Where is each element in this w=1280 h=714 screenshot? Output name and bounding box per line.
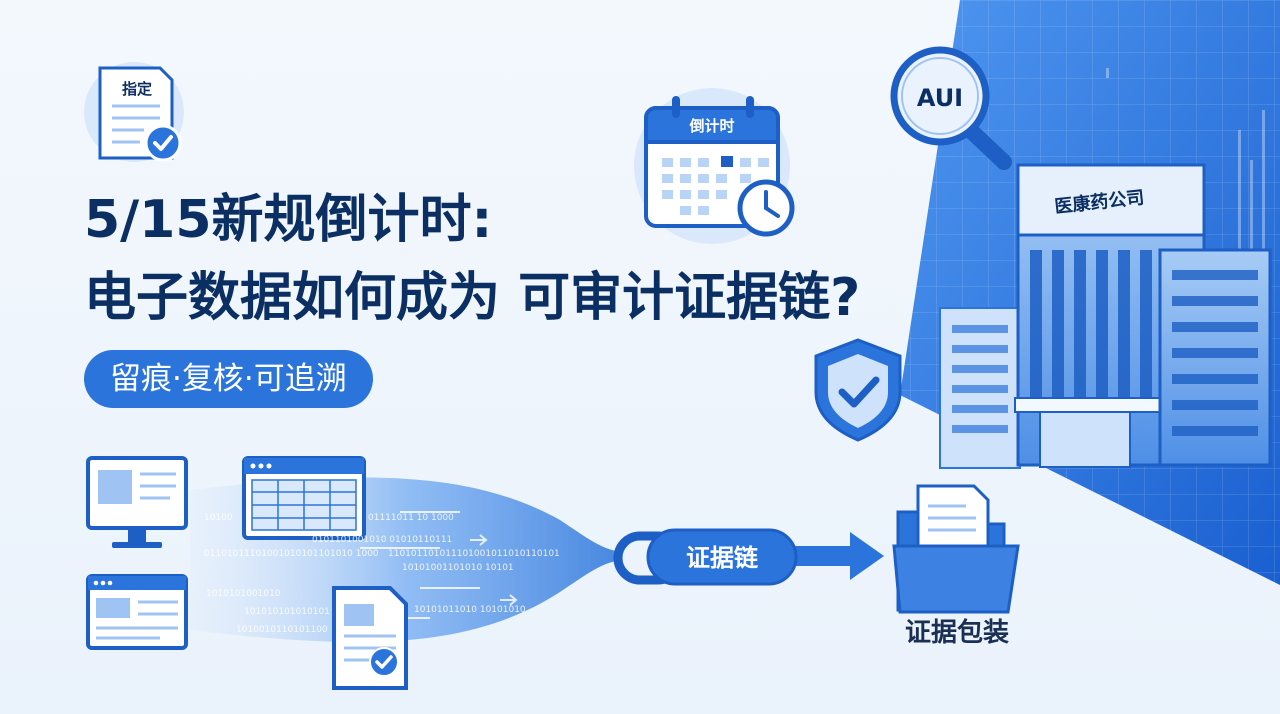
binary-row: 1010101001010 (206, 589, 281, 599)
designated-document-icon (84, 62, 184, 162)
calendar-label: 倒计时 (688, 117, 734, 135)
binary-row: 101010101010101 (244, 607, 330, 617)
browser-window-icon (86, 574, 188, 650)
binary-row: 0101101001010 01010110111 (312, 535, 452, 545)
approved-document-icon (332, 586, 408, 690)
binary-row: 1010010110101100 (236, 625, 328, 635)
binary-row: 10101001101010 10101 (402, 563, 514, 573)
binary-row: 110101101011101001011010110101 (388, 549, 560, 559)
headline-line-1: 5/15新规倒计时: (84, 190, 493, 250)
magnifier-icon (890, 46, 1012, 170)
binary-row: 01101011101001010101101010 1000 (204, 549, 379, 559)
monitor-icon (86, 456, 188, 548)
headline-line-2: 电子数据如何成为 可审计证据链? (84, 268, 861, 328)
arrow-right-icon (790, 532, 884, 580)
designated-label: 指定 (122, 80, 152, 98)
evidence-chain-pill (646, 528, 798, 586)
shield-check-icon (814, 338, 902, 442)
spreadsheet-window-icon (242, 456, 366, 540)
building-illustration (939, 163, 1272, 469)
evidence-package-label: 证据包装 (904, 618, 1009, 648)
binary-text-group: 10100 01111011 10 1000 0101101001010 010… (204, 513, 560, 635)
binary-row: 10100 (204, 513, 233, 523)
evidence-chain-label: 证据链 (686, 544, 759, 572)
binary-row: 10101011010 10101010 (414, 605, 526, 615)
folder-icon (892, 484, 1020, 614)
calendar-clock-icon (634, 88, 795, 244)
tagline-pill: 留痕·复核·可追溯 (84, 350, 373, 408)
magnifier-label: AUI (917, 84, 963, 112)
binary-row: 01111011 10 1000 (368, 513, 454, 523)
